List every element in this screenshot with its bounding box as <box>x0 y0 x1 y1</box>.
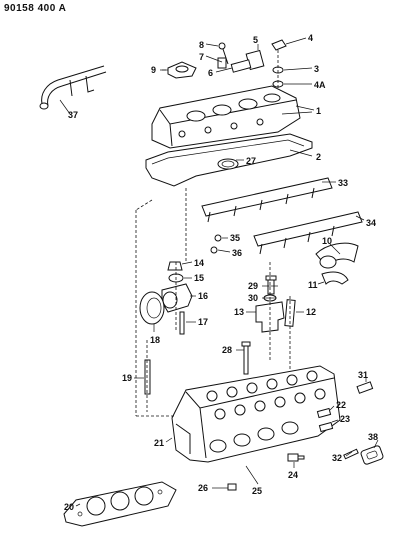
callout-32: 32 <box>332 453 342 463</box>
valve-train <box>206 370 326 420</box>
temperature-sensor <box>356 381 374 394</box>
spark-plug-tube <box>284 296 296 380</box>
spark-plug-seal <box>217 158 239 170</box>
callout-26: 26 <box>198 483 208 493</box>
callout-14: 14 <box>194 258 204 268</box>
callout-20: 20 <box>64 502 74 512</box>
callout-34: 34 <box>366 218 376 228</box>
callout-1: 1 <box>316 106 321 116</box>
head-plug <box>227 483 237 491</box>
callout-27: 27 <box>246 156 256 166</box>
callout-11: 11 <box>308 280 318 290</box>
thermostat-gasket <box>360 445 384 465</box>
callout-5: 5 <box>253 35 258 45</box>
callout-6: 6 <box>208 68 213 78</box>
pcv-valve-and-grommets <box>271 39 287 96</box>
stud <box>179 311 185 335</box>
oil-seal <box>139 291 165 325</box>
head-bolt <box>241 341 251 375</box>
leader-lines <box>75 37 379 507</box>
alignment-lines <box>135 188 271 417</box>
callout-29: 29 <box>248 281 258 291</box>
callout-16: 16 <box>198 291 208 301</box>
callout-23: 23 <box>340 414 350 424</box>
callout-13: 13 <box>234 307 244 317</box>
callout-7: 7 <box>199 52 204 62</box>
clip-fasteners <box>210 234 222 254</box>
callout-4: 4 <box>308 33 313 43</box>
document-id: 90158 400 A <box>4 3 67 14</box>
callout-38: 38 <box>368 432 378 442</box>
callout-18: 18 <box>150 335 160 345</box>
callout-2: 2 <box>316 152 321 162</box>
cover-gasket <box>145 133 313 187</box>
pcv-valve-parts <box>217 42 265 73</box>
intake-ports <box>209 421 299 453</box>
callout-19: 19 <box>122 373 132 383</box>
callout-21: 21 <box>154 438 164 448</box>
oil-filler-cap <box>162 61 197 79</box>
callout-37: 37 <box>68 110 78 120</box>
callout-9: 9 <box>151 65 156 75</box>
callout-31: 31 <box>358 370 368 380</box>
callout-labels: 1 2 3 4 4A 5 6 7 8 9 10 11 12 13 14 15 1… <box>64 33 378 512</box>
callout-24: 24 <box>288 470 298 480</box>
breather-hose <box>39 65 107 115</box>
cylinder-head <box>171 365 341 463</box>
head-gasket <box>63 481 177 527</box>
water-outlet-elbow <box>315 242 359 285</box>
long-stud <box>144 340 151 412</box>
callout-30: 30 <box>248 293 258 303</box>
heat-shield-upper <box>201 177 333 223</box>
callout-10: 10 <box>322 236 332 246</box>
distributor-adapter <box>161 261 193 330</box>
cylinder-head-cover <box>151 85 313 149</box>
callout-3: 3 <box>314 64 319 74</box>
callout-22: 22 <box>336 400 346 410</box>
heat-shield-lower <box>253 211 363 255</box>
callout-25: 25 <box>252 486 262 496</box>
coolant-sensor <box>287 453 305 462</box>
callout-17: 17 <box>198 317 208 327</box>
callout-33: 33 <box>338 178 348 188</box>
callout-8: 8 <box>199 40 204 50</box>
callout-4a: 4A <box>314 80 326 90</box>
callout-36: 36 <box>232 248 242 258</box>
callout-15: 15 <box>194 273 204 283</box>
thermostat-pin <box>343 448 359 460</box>
callout-35: 35 <box>230 233 240 243</box>
core-plugs <box>316 407 334 433</box>
callout-28: 28 <box>222 345 232 355</box>
callout-12: 12 <box>306 307 316 317</box>
